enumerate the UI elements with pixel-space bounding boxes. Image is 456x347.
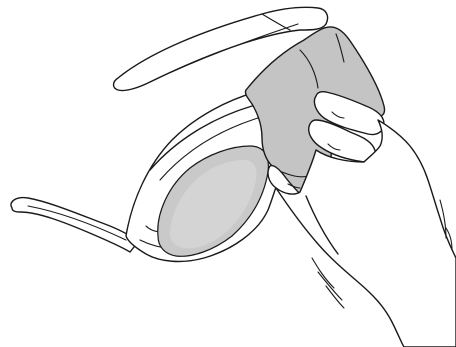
near-temple-arm xyxy=(11,198,138,252)
